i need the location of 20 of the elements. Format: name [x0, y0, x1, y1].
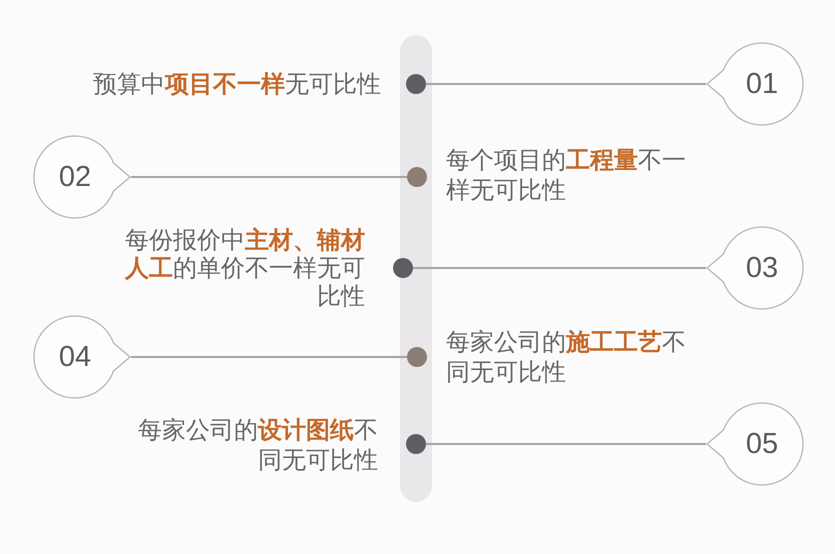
connector-line	[426, 443, 706, 445]
description-text: 预算中项目不一样无可比性	[92, 69, 381, 99]
description-text: 每个项目的工程量不一样无可比性	[446, 145, 687, 205]
description-text: 每份报价中主材、辅材人工的单价不一样无可比性	[124, 226, 365, 310]
step-number: 01	[746, 68, 778, 100]
description-text: 每家公司的施工工艺不同无可比性	[446, 327, 687, 387]
speech-bubble	[33, 315, 131, 399]
speech-bubble	[706, 226, 804, 310]
connector-line	[413, 267, 706, 269]
connector-line	[131, 356, 407, 358]
speech-bubble	[706, 402, 804, 486]
connector-line	[426, 83, 706, 85]
connector-line	[131, 176, 407, 178]
speech-bubble	[706, 42, 804, 126]
step-number: 02	[58, 161, 92, 193]
step-number: 04	[58, 341, 92, 373]
speech-bubble	[33, 135, 131, 219]
step-number: 05	[746, 428, 778, 460]
step-number: 03	[746, 252, 778, 284]
description-text: 每家公司的设计图纸不同无可比性	[137, 415, 378, 475]
